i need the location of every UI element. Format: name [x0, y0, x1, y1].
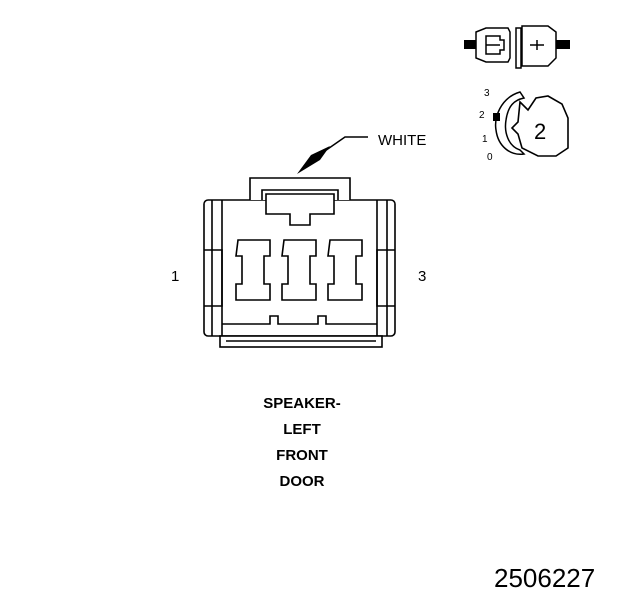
pin-label-1: 1 [171, 268, 179, 285]
mating-connector-icon [464, 25, 570, 69]
pin-cavity-3 [327, 239, 363, 301]
caption-line-3: FRONT [276, 447, 328, 464]
key-position-label-0: 0 [487, 152, 493, 163]
caption-line-2: LEFT [283, 421, 321, 438]
key-position-label-2: 2 [479, 110, 485, 121]
key-shape [510, 95, 569, 157]
caption-line-4: DOOR [280, 473, 325, 490]
pin-cavity-1 [235, 239, 271, 301]
connector-caption: SPEAKER- LEFT FRONT DOOR [263, 395, 341, 490]
figure-id: 2506227 [494, 563, 595, 593]
pin-cavity-2 [281, 239, 317, 301]
wire-color-label: WHITE [378, 132, 426, 149]
pin-label-3: 3 [418, 268, 426, 285]
wire-color-callout: WHITE [297, 132, 426, 174]
caption-line-1: SPEAKER- [263, 395, 341, 412]
callout-arrowhead-icon [297, 146, 330, 174]
key-position-label-1: 1 [482, 134, 488, 145]
key-position-label-3: 3 [484, 88, 490, 99]
connector-face [203, 177, 396, 348]
key-position-marker [493, 113, 500, 121]
key-position-icon: 3 2 1 0 2 [479, 88, 569, 163]
key-number: 2 [534, 119, 546, 144]
